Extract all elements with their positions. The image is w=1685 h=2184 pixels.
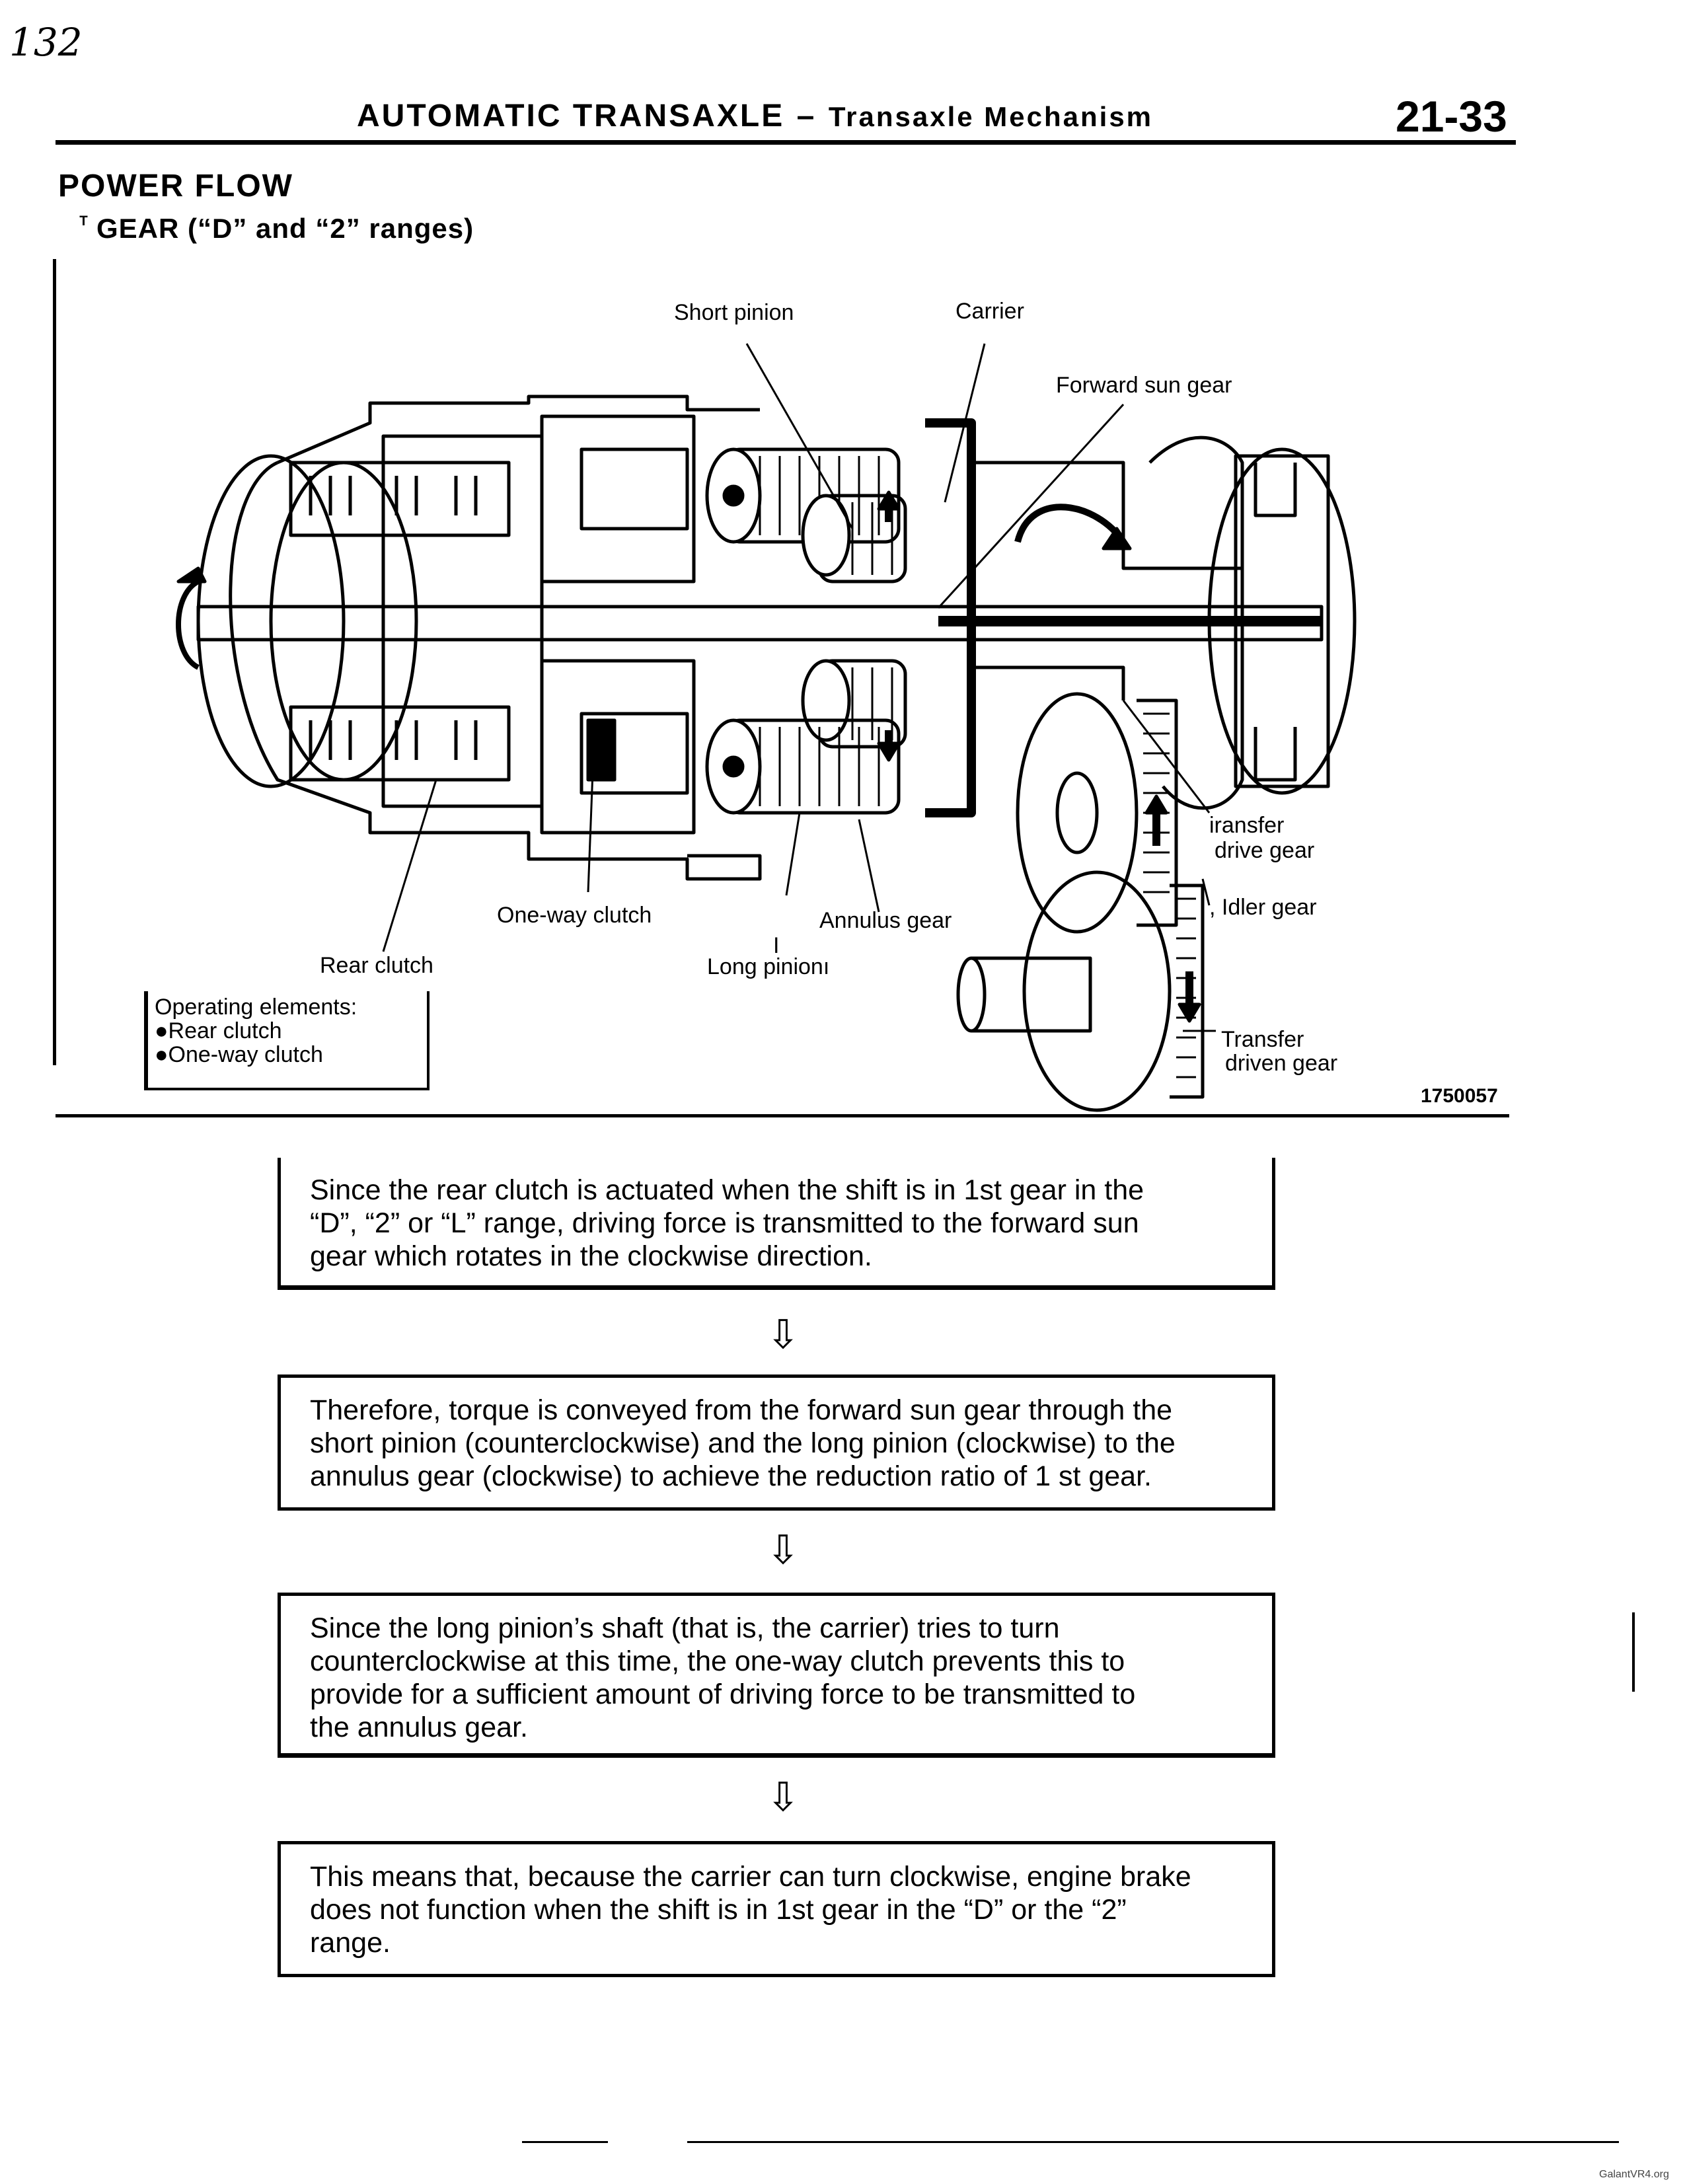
- leader-short-pinion: [745, 343, 854, 529]
- forward-sun-gear-drum: [971, 461, 1242, 700]
- transfer-drive-gear: [1016, 692, 1178, 934]
- carrier: [925, 418, 976, 817]
- leader-annulus-gear: [858, 819, 880, 913]
- transfer-driven-gear: [956, 870, 1205, 1112]
- leader-idler-gear: [1201, 878, 1211, 906]
- operating-elements-title: Operating elements:: [155, 995, 357, 1020]
- label-transfer-drive-gear-line2: drive gear: [1215, 838, 1315, 863]
- label-one-way-clutch: One-way clutch: [497, 903, 652, 928]
- long-pinion-lower: [705, 718, 901, 815]
- header-title: AUTOMATIC TRANSAXLE: [357, 98, 785, 133]
- clutch-pack-upper: [289, 461, 511, 537]
- flow-step-4-line-1: This means that, because the carrier can…: [310, 1861, 1191, 1893]
- label-rear-clutch: Rear clutch: [320, 953, 433, 978]
- flow-step-2-line-2: short pinion (counterclockwise) and the …: [310, 1427, 1176, 1459]
- flow-step-2: Therefore, torque is conveyed from the f…: [278, 1374, 1275, 1511]
- label-carrier: Carrier: [955, 299, 1024, 324]
- flow-step-3-line-2: counterclockwise at this time, the one-w…: [310, 1645, 1125, 1677]
- label-long-pinion: Long pinionı: [707, 954, 830, 979]
- label-annulus-gear: Annulus gear: [819, 908, 952, 933]
- operating-elements-box: Operating elements: ●Rear clutch ●One-wa…: [144, 991, 430, 1090]
- flow-step-3-line-4: the annulus gear.: [310, 1712, 528, 1743]
- transfer-housing: [1148, 435, 1244, 810]
- rear-clutch-housing: [229, 461, 762, 881]
- flow-arrow-3: ⇩: [767, 1775, 800, 1819]
- flow-step-4-line-2: does not function when the shift is in 1…: [310, 1894, 1127, 1926]
- flow-step-1-line-3: gear which rotates in the clockwise dire…: [310, 1240, 872, 1272]
- flow-step-4: This means that, because the carrier can…: [278, 1841, 1275, 1977]
- header-dash: –: [796, 98, 817, 133]
- header-subtitle: Transaxle Mechanism: [828, 101, 1154, 132]
- flow-step-3-line-1: Since the long pinion’s shaft (that is, …: [310, 1612, 1060, 1644]
- rotation-arrow: [1014, 504, 1127, 544]
- leader-transfer-drive-gear: [1122, 700, 1211, 813]
- running-header: AUTOMATIC TRANSAXLE – Transaxle Mechanis…: [357, 98, 1153, 134]
- page-number: 21-33: [1396, 92, 1507, 141]
- flow-step-3: Since the long pinion’s shaft (that is, …: [278, 1593, 1275, 1758]
- input-rotation-arrow: [176, 579, 200, 670]
- label-forward-sun-gear: Forward sun gear: [1056, 373, 1232, 398]
- footer-rule-long: [687, 2141, 1619, 2143]
- leader-rear-clutch: [382, 779, 437, 952]
- flow-arrow-2: ⇩: [767, 1528, 800, 1572]
- label-transfer-driven-gear-line2: driven gear: [1225, 1051, 1338, 1076]
- leader-one-way-clutch: [587, 720, 596, 893]
- clutch-pack-lower: [289, 705, 511, 782]
- flow-step-1-line-1: Since the rear clutch is actuated when t…: [310, 1174, 1144, 1206]
- margin-mark: [1632, 1612, 1635, 1692]
- label-transfer-driven-gear-line1: Transfer: [1221, 1027, 1304, 1052]
- flow-step-1: Since the rear clutch is actuated when t…: [278, 1158, 1275, 1290]
- handwritten-page-number: 132: [9, 20, 83, 65]
- label-transfer-drive-gear-line1: iransfer: [1209, 813, 1285, 838]
- transaxle-power-flow-diagram: [176, 343, 1357, 1112]
- flow-step-3-line-3: provide for a sufficient amount of drivi…: [310, 1678, 1136, 1710]
- flow-step-2-line-1: Therefore, torque is conveyed from the f…: [310, 1394, 1173, 1426]
- header-rule: [56, 140, 1516, 145]
- operating-element-rear-clutch: ●Rear clutch: [155, 1018, 282, 1043]
- label-long-pinion-mark: I: [773, 933, 780, 958]
- watermark: GalantVR4.org: [1599, 2169, 1669, 2180]
- leader-long-pinion: [785, 812, 801, 896]
- flow-step-1-line-2: “D”, “2” or “L” range, driving force is …: [310, 1207, 1139, 1239]
- footer-rule-short: [522, 2141, 608, 2143]
- figure-margin-bar: [53, 259, 56, 1065]
- flow-arrow-1: ⇩: [767, 1312, 800, 1357]
- long-pinion-upper: [801, 494, 907, 584]
- figure-code: 1750057: [1421, 1085, 1498, 1107]
- figure-bottom-rule: [56, 1114, 1509, 1117]
- leader-carrier: [944, 343, 986, 503]
- subsection-marker: ᵀ: [79, 213, 89, 235]
- flow-step-4-line-3: range.: [310, 1927, 391, 1959]
- leader-forward-sun-gear: [937, 403, 1125, 609]
- section-title: POWER FLOW: [58, 169, 293, 204]
- label-idler-gear: , Idler gear: [1209, 895, 1317, 920]
- flow-step-2-line-3: annulus gear (clockwise) to achieve the …: [310, 1460, 1152, 1492]
- label-short-pinion: Short pinion: [674, 300, 794, 325]
- operating-element-one-way-clutch: ●One-way clutch: [155, 1042, 323, 1067]
